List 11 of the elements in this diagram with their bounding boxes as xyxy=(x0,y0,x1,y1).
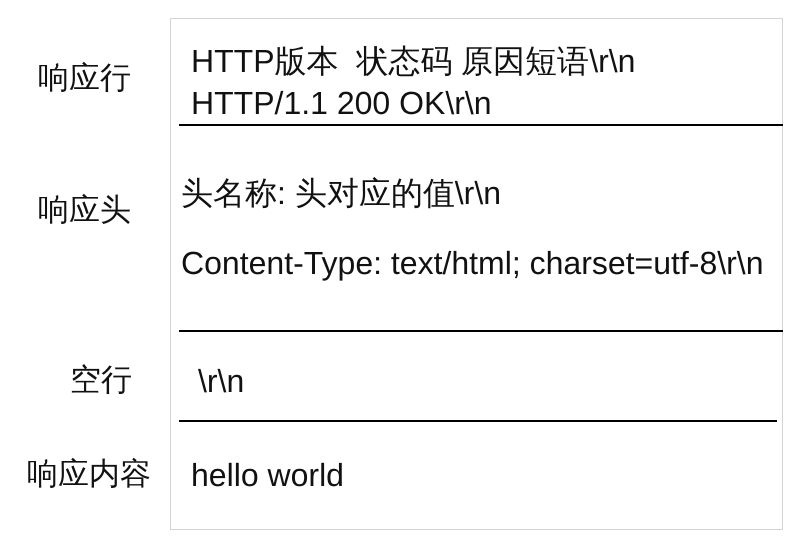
format-text: 头名称: 头对应的值\r\n xyxy=(181,174,502,212)
response-panel xyxy=(170,18,783,530)
format-text: HTTP版本 状态码 原因短语\r\n xyxy=(191,42,636,80)
row-label: 空行 xyxy=(70,361,132,399)
body-text: hello world xyxy=(191,456,344,494)
status-line-text: HTTP/1.1 200 OK\r\n xyxy=(191,84,492,122)
row-label: 响应内容 xyxy=(27,455,151,493)
header-line-text: Content-Type: text/html; charset=utf-8\r\n xyxy=(181,244,764,282)
row-label: 响应行 xyxy=(38,59,131,97)
row-label: 响应头 xyxy=(38,191,131,229)
blank-line-text: \r\n xyxy=(198,362,244,400)
